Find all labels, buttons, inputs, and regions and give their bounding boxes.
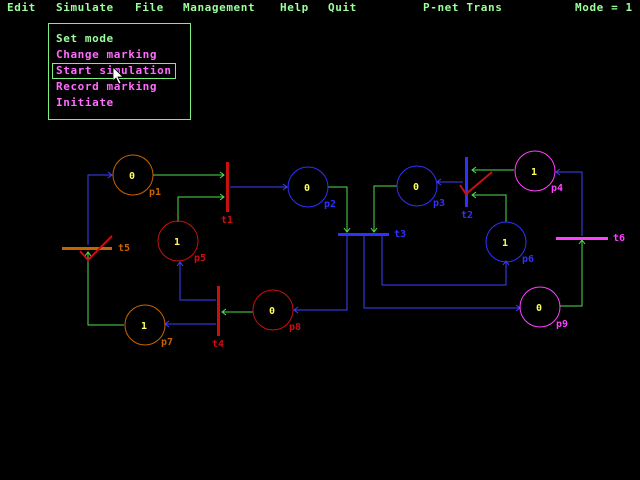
transition-t3[interactable]: t3 [338,229,406,240]
place-p7-label: p7 [161,337,173,348]
arc-p7-t5 [87,252,124,326]
app-title: P-net Trans [423,1,503,14]
transition-t4[interactable]: t4 [212,286,224,350]
arc-p5-t1 [177,196,224,222]
transition-t3-label: t3 [394,229,406,240]
transition-t1-label: t1 [221,215,233,226]
arrowheads [84,166,586,328]
simulate-dropdown-menu: Set mode Change marking Start simulation… [48,23,191,120]
place-p6[interactable]: 1 p6 [485,221,534,265]
transition-t1[interactable]: t1 [221,162,233,226]
mouse-pointer-icon [113,67,124,85]
arc-p9-t6 [560,240,583,307]
arcs [87,169,583,326]
place-p8-tokens: 0 [269,306,275,317]
menu-item-set-mode[interactable]: Set mode [56,32,114,45]
transition-t6-label: t6 [613,233,625,244]
menu-edit[interactable]: Edit [7,1,36,14]
arc-p2-t3 [328,186,348,232]
arc-t3-p9 [363,236,520,309]
place-p1-tokens: 0 [129,171,135,182]
menu-item-initiate[interactable]: Initiate [56,96,114,109]
arc-t6-p4 [556,171,583,236]
arc-t5-p1 [87,174,112,245]
place-p9-label: p9 [556,319,568,330]
transition-t5[interactable]: t5 [62,235,130,262]
place-p6-tokens: 1 [502,238,508,249]
menu-management[interactable]: Management [183,1,256,14]
place-p9[interactable]: 0 p9 [519,286,568,330]
transition-t5-label: t5 [118,243,130,254]
menu-bar: Edit Simulate File Management Help Quit [0,0,640,16]
arc-t3-p6 [381,236,507,286]
menu-file[interactable]: File [135,1,164,14]
transition-t5-enabled-marker [79,235,113,262]
place-p2-tokens: 0 [304,183,310,194]
place-p4[interactable]: 1 p4 [514,150,563,194]
arc-p6-t2 [472,194,507,222]
menu-item-record-marking[interactable]: Record marking [56,80,158,93]
arc-p3-t3 [373,185,397,232]
transition-t6[interactable]: t6 [556,233,625,244]
place-p6-label: p6 [522,254,534,265]
place-p4-label: p4 [551,183,563,194]
transition-t4-label: t4 [212,339,224,350]
transition-t2[interactable]: t2 [459,157,493,221]
transition-t2-enabled-marker [459,171,493,196]
place-p8[interactable]: 0 p8 [252,289,301,333]
place-p3-tokens: 0 [413,182,419,193]
place-p4-tokens: 1 [531,167,537,178]
transition-t2-label: t2 [461,210,473,221]
place-p2[interactable]: 0 p2 [287,166,336,210]
place-p5-label: p5 [194,253,206,264]
menu-item-change-marking[interactable]: Change marking [56,48,158,61]
place-p7-tokens: 1 [141,321,147,332]
place-p3[interactable]: 0 p3 [396,165,445,209]
place-p1[interactable]: 0 p1 [112,154,161,198]
place-p3-label: p3 [433,198,445,209]
place-p5[interactable]: 1 p5 [157,220,206,264]
arc-t3-p8 [294,236,348,311]
menu-simulate[interactable]: Simulate [56,1,114,14]
mode-status: Mode = 1 [575,1,633,14]
place-p1-label: p1 [149,187,161,198]
place-p2-label: p2 [324,199,336,210]
arc-t4-p5 [179,262,216,301]
place-p8-label: p8 [289,322,301,333]
place-p5-tokens: 1 [174,237,180,248]
place-p7[interactable]: 1 p7 [124,304,173,348]
place-p9-tokens: 0 [536,303,542,314]
menu-help[interactable]: Help [280,1,309,14]
menu-quit[interactable]: Quit [328,1,357,14]
